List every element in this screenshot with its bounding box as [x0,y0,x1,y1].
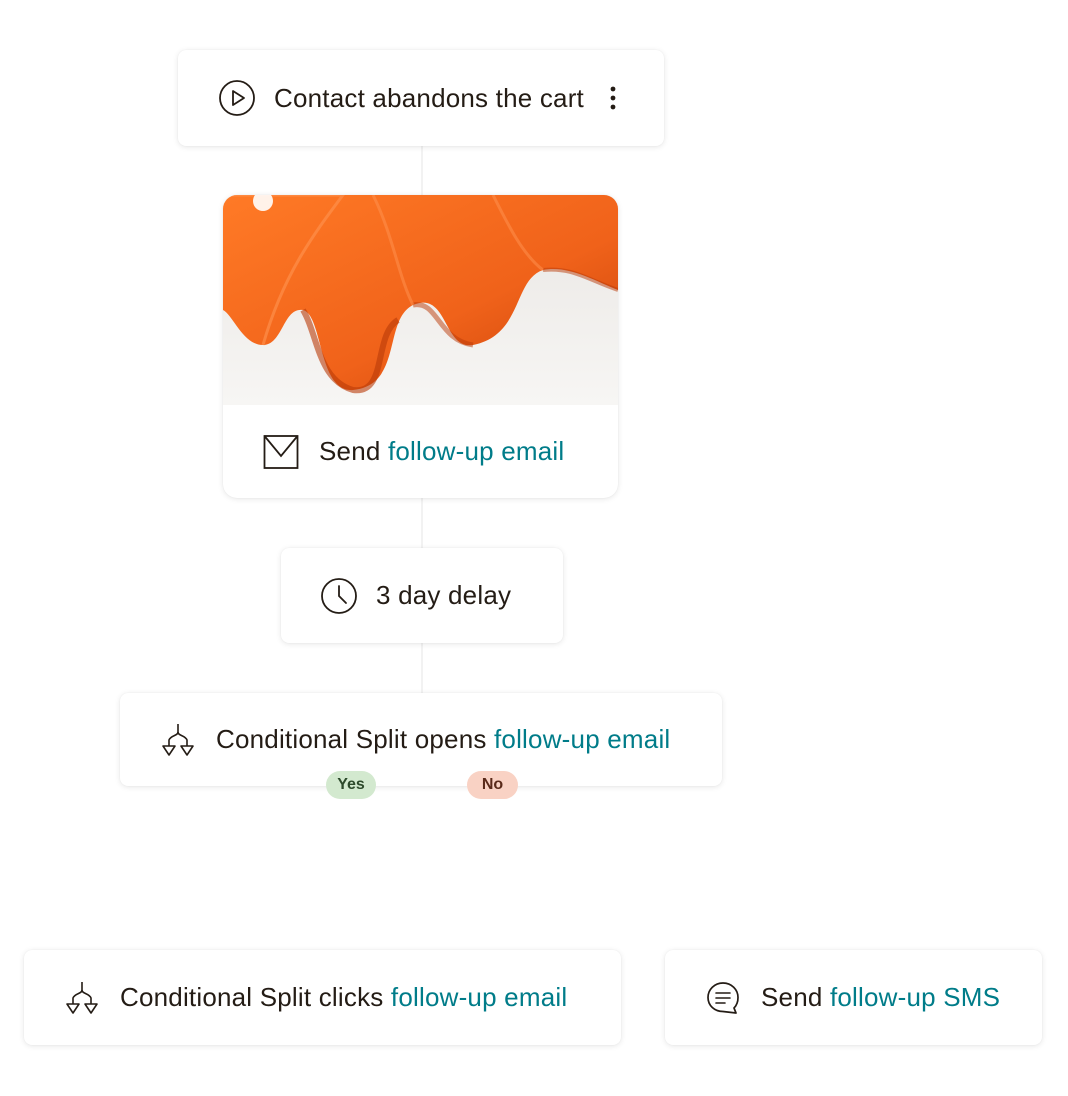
trigger-label: Contact abandons the cart [274,82,584,113]
send-sms-label: Send [761,982,823,1012]
play-circle-icon [218,79,256,117]
conditional-split-clicks-label: Conditional Split clicks [120,982,384,1012]
more-vertical-icon[interactable] [608,85,618,111]
delay-card[interactable]: 3 day delay [281,548,563,643]
split-icon [64,980,100,1016]
trigger-card[interactable]: Contact abandons the cart [178,50,664,146]
no-branch-badge[interactable]: No [467,771,518,799]
conditional-split-opens-card[interactable]: Conditional Split opens follow-up email [120,693,722,786]
chat-bubble-icon [705,980,741,1016]
delay-label: 3 day delay [376,580,512,610]
send-email-card[interactable]: Send follow-up email [223,195,618,498]
connector-line [421,643,423,695]
orange-fabric-product-image [223,195,618,405]
follow-up-sms-link[interactable]: follow-up SMS [829,982,1001,1012]
yes-branch-badge[interactable]: Yes [326,771,376,799]
conditional-split-opens-label: Conditional Split opens [216,724,487,754]
follow-up-email-link[interactable]: follow-up email [387,436,565,466]
mail-icon [263,434,299,470]
clock-icon [320,577,358,615]
connector-line [421,146,423,196]
conditional-split-clicks-card[interactable]: Conditional Split clicks follow-up email [24,950,621,1045]
connector-line [421,498,423,550]
follow-up-email-link[interactable]: follow-up email [494,724,671,754]
follow-up-email-link[interactable]: follow-up email [390,982,568,1012]
send-label: Send [319,436,381,466]
split-icon [160,722,196,758]
send-sms-card[interactable]: Send follow-up SMS [665,950,1042,1045]
